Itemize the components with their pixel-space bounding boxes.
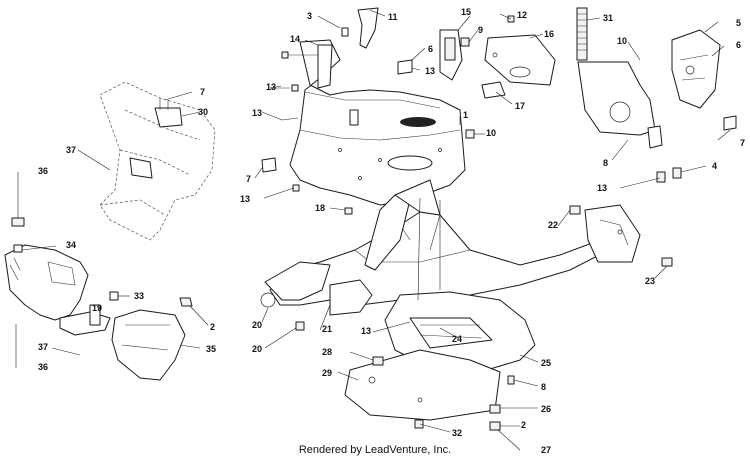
frame-21 <box>264 261 331 301</box>
callout-13: 13 <box>240 194 251 204</box>
callout-8: 7 <box>200 87 206 97</box>
hardware-bolts <box>270 15 515 385</box>
callout-13: 13 <box>597 183 608 193</box>
callout-22: 20 <box>252 344 263 354</box>
callout-35: 33 <box>134 291 145 301</box>
right-bracket-assembly <box>576 7 737 183</box>
callout-38: 37 <box>66 145 77 155</box>
callout-19: 17 <box>515 101 526 111</box>
callout-10: 10 <box>486 128 497 138</box>
callout-20: 19 <box>92 303 103 313</box>
callout-36: 34 <box>66 240 77 250</box>
callout-39: 37 <box>38 342 49 352</box>
callout-7: 7 <box>740 138 746 148</box>
post-14 <box>317 44 333 89</box>
callout-18: 16 <box>544 29 555 39</box>
callout-13: 13 <box>266 82 277 92</box>
callout-14: 13 <box>425 66 436 76</box>
left-guard-assembly <box>4 217 193 381</box>
callout-29: 27 <box>541 445 552 455</box>
callout-7: 7 <box>246 174 252 184</box>
callout-4: 4 <box>712 161 718 171</box>
callout-6: 6 <box>428 44 434 54</box>
callout-1: 1 <box>463 110 469 120</box>
upper-brackets <box>439 29 556 99</box>
callout-21: 20 <box>252 320 263 330</box>
callout-8: 8 <box>541 382 547 392</box>
callout-23: 21 <box>322 324 333 334</box>
callout-37: 36 <box>38 362 49 372</box>
frame-bracket-24 <box>584 204 641 263</box>
callout-31: 29 <box>322 368 333 378</box>
guard-36-lower <box>111 309 186 381</box>
callout-26: 24 <box>452 334 463 344</box>
callout-10: 9 <box>478 25 484 35</box>
callout-36: 35 <box>206 344 217 354</box>
main-frame <box>260 179 673 316</box>
callout-34: 32 <box>452 428 463 438</box>
bracket-5 <box>671 29 721 109</box>
callout-5: 5 <box>736 18 742 28</box>
bracket-18 <box>484 34 556 86</box>
side-body-panel <box>99 81 216 241</box>
skid-plates <box>344 291 536 431</box>
callout-12: 11 <box>388 12 398 22</box>
callout-20: 18 <box>315 203 326 213</box>
callout-3: 3 <box>307 11 313 21</box>
bracket-32 <box>154 107 183 128</box>
callout-27: 25 <box>541 358 552 368</box>
frame-23 <box>329 279 373 316</box>
clip-7a <box>261 157 277 173</box>
callout-2: 2 <box>210 322 216 332</box>
callout-25: 23 <box>645 276 656 286</box>
callout-9: 8 <box>603 158 609 168</box>
plate-26 <box>409 317 493 349</box>
callout-16: 14 <box>290 34 301 44</box>
bracket-12 <box>357 7 379 49</box>
bracket-19 <box>481 81 506 99</box>
callout-24: 22 <box>548 220 559 230</box>
panel-1 <box>289 39 466 206</box>
callout-2: 2 <box>521 420 527 430</box>
callout-11: 10 <box>617 36 628 46</box>
callout-37: 36 <box>38 166 49 176</box>
clip-7c <box>723 115 737 131</box>
callout-28: 26 <box>541 404 552 414</box>
callout-33: 31 <box>603 13 614 23</box>
callout-32: 30 <box>198 107 209 117</box>
footer-credit: Rendered by LeadVenture, Inc. <box>298 444 452 456</box>
front-body-panel <box>261 7 466 206</box>
clip-14 <box>397 59 413 75</box>
bracket-11 <box>577 61 656 136</box>
callout-13: 13 <box>361 326 372 336</box>
callout-15: 13 <box>252 108 263 118</box>
leader-lines <box>15 9 731 451</box>
guard-36-upper <box>4 244 89 321</box>
clip-30 <box>372 356 384 366</box>
callout-6: 6 <box>736 40 742 50</box>
callout-17: 15 <box>461 7 472 17</box>
callout-30: 28 <box>322 347 333 357</box>
callout-13: 12 <box>517 10 528 20</box>
tube-33 <box>576 7 588 61</box>
